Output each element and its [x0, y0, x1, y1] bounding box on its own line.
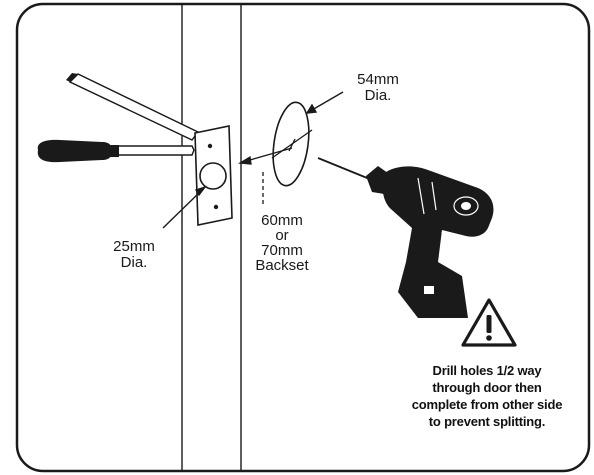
latch-plate — [194, 125, 233, 226]
small-hole-unit: Dia. — [120, 254, 148, 271]
warning-line-2: through door then — [432, 380, 542, 395]
large-hole-label: 54mm Dia. — [348, 72, 408, 104]
small-hole — [199, 162, 227, 190]
backset-line2: or — [275, 227, 289, 244]
large-hole — [271, 101, 313, 187]
large-hole-size: 54mm — [357, 71, 399, 88]
small-hole-label: 25mm Dia. — [104, 239, 164, 271]
small-hole-leader — [162, 185, 207, 229]
warning-note: Drill holes 1/2 way through door then co… — [392, 362, 582, 430]
screwdriver-icon — [37, 139, 195, 163]
backset-label: 60mm or 70mm Backset — [247, 213, 317, 273]
backset-line4: Backset — [255, 257, 309, 274]
backset-line3: 70mm — [261, 242, 303, 259]
warning-line-3: complete from other side — [411, 397, 563, 412]
large-hole-unit: Dia. — [364, 87, 392, 104]
warning-line-4: to prevent splitting. — [428, 414, 546, 429]
drill-icon — [317, 157, 494, 318]
backset-dimension — [237, 147, 293, 205]
small-hole-size: 25mm — [113, 238, 155, 255]
door-edge — [181, 5, 242, 470]
warning-triangle-icon — [461, 298, 517, 347]
large-hole-leader — [305, 91, 344, 114]
backset-line1: 60mm — [261, 212, 303, 229]
warning-line-1: Drill holes 1/2 way — [432, 363, 542, 378]
